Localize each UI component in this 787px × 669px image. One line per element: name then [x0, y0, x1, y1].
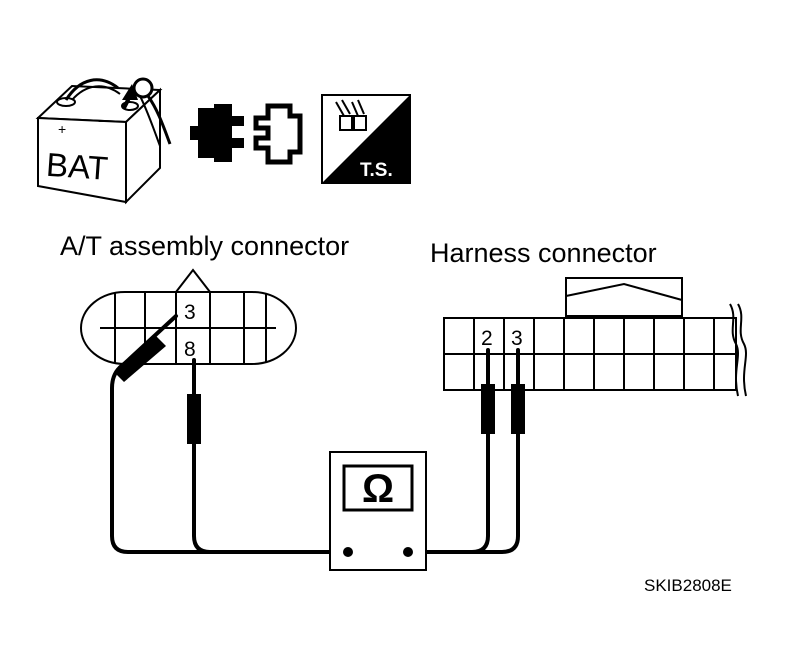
probe-sleeves [114, 336, 525, 444]
tool-ts-label: T.S. [360, 160, 393, 181]
harness-connector-label: Harness connector [430, 238, 657, 268]
at-connector-label: A/T assembly connector [60, 231, 349, 261]
at-pin-3-label: 3 [184, 301, 196, 324]
tool-ts-icon: T.S. [321, 94, 411, 184]
connector-disconnect-icon [190, 103, 303, 165]
figure-code: SKIB2808E [644, 576, 732, 595]
svg-text:+: + [58, 121, 66, 137]
at-pin-8-label: 8 [184, 338, 196, 361]
harness-pin-2-label: 2 [481, 327, 493, 350]
meter-terminal-left [343, 547, 353, 557]
at-connector: 3 8 [80, 268, 297, 365]
ohm-symbol: Ω [362, 467, 394, 511]
battery-label: BAT [45, 146, 109, 187]
ohmmeter: Ω [329, 451, 427, 571]
harness-connector: 2 3 [443, 277, 747, 397]
battery-disconnect-icon: + − BAT [35, 77, 172, 205]
svg-text:−: − [98, 113, 106, 129]
meter-terminal-right [403, 547, 413, 557]
harness-pin-3-label: 3 [511, 327, 523, 350]
